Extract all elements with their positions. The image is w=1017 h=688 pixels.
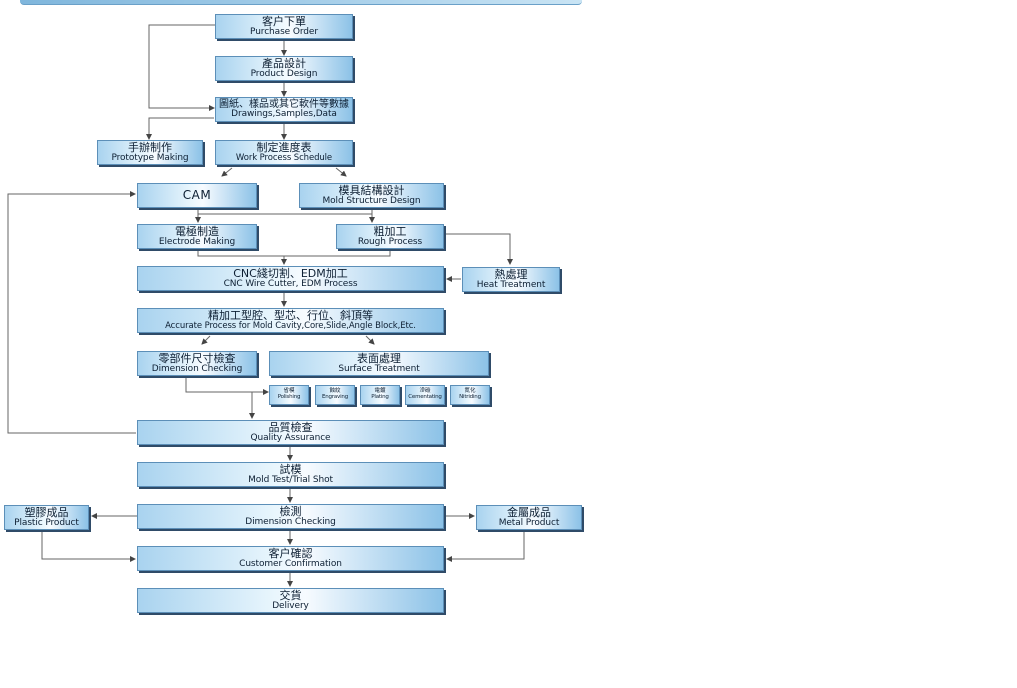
step-label-en: CNC Wire Cutter, EDM Process — [223, 278, 358, 289]
step-label-en: Accurate Process for Mold Cavity,Core,Sl… — [165, 320, 416, 331]
step-plastic-product: 塑膠成品 Plastic Product — [4, 505, 89, 530]
step-electrode: 電極制造 Electrode Making — [137, 224, 257, 249]
arrow-quality-loop-to-cam — [7, 191, 136, 434]
step-label-zh: CAM — [182, 188, 212, 203]
step-label-zh: 氮化 — [464, 388, 476, 395]
step-accurate-process: 精加工型腔、型芯、行位、斜頂等 Accurate Process for Mol… — [137, 308, 444, 333]
step-label-en: Engraving — [321, 394, 349, 400]
step-label-zh: 圖紙、樣品或其它軟件等數據 — [219, 98, 349, 110]
step-engraving: 蝕紋 Engraving — [315, 385, 355, 405]
step-label-en: Delivery — [272, 600, 309, 611]
arrow-metal-to-confirmation — [446, 531, 525, 562]
step-label-zh: 表面處理 — [357, 352, 401, 365]
step-label-en: Purchase Order — [250, 26, 318, 37]
step-label-en: Cementating — [408, 394, 442, 400]
step-quality-assurance: 品質檢查 Quality Assurance — [137, 420, 444, 445]
arrow-schedule-to-mold — [335, 167, 347, 177]
step-label-en: Plating — [371, 394, 389, 400]
step-label-zh: 粗加工 — [373, 225, 407, 238]
step-product-design: 產品設計 Product Design — [215, 56, 353, 81]
step-surface-treatment: 表面處理 Surface Treatment — [269, 351, 489, 376]
step-label-en: Polishing — [277, 394, 301, 400]
step-label-zh: 電極制造 — [175, 225, 219, 238]
step-dimension-checking-parts: 零部件尺寸檢查 Dimension Checking — [137, 351, 257, 376]
step-label-zh: 省模 — [283, 388, 295, 395]
step-label-en: Mold Structure Design — [322, 195, 421, 206]
step-label-zh: 交貨 — [279, 589, 302, 602]
step-dimension-checking-final: 檢測 Dimension Checking — [137, 504, 444, 529]
step-label-en: Customer Confirmation — [239, 558, 342, 569]
step-heat-treatment: 熱處理 Heat Treatment — [462, 267, 560, 292]
step-metal-product: 金屬成品 Metal Product — [476, 505, 582, 530]
step-nitriding: 氮化 Nitriding — [450, 385, 490, 405]
step-label-en: Dimension Checking — [245, 516, 336, 527]
arrow-rough-to-cnc — [284, 250, 391, 257]
step-label-zh: 試模 — [279, 463, 302, 476]
step-label-zh: 蝕紋 — [329, 388, 341, 395]
step-label-zh: 精加工型腔、型芯、行位、斜頂等 — [208, 309, 373, 323]
step-plating: 電鍍 Plating — [360, 385, 400, 405]
step-label-zh: 金屬成品 — [507, 506, 551, 519]
arrow-schedule-to-cam — [221, 167, 233, 177]
step-label-zh: 品質檢查 — [268, 421, 313, 434]
step-trial-shot: 試模 Mold Test/Trial Shot — [137, 462, 444, 487]
step-label-zh: 客户確認 — [268, 547, 313, 560]
arrow-dimension-to-treatments — [185, 377, 269, 395]
step-label-en: Dimension Checking — [151, 363, 243, 374]
step-label-en: Quality Assurance — [250, 432, 331, 443]
arrow-accurate-to-surface — [365, 335, 375, 345]
header-bar — [20, 0, 582, 5]
step-label-en: Metal Product — [498, 517, 560, 528]
step-label-en: Electrode Making — [158, 236, 236, 247]
arrow-plastic-to-confirmation — [41, 531, 136, 562]
arrow-drawings-to-prototype — [146, 117, 214, 140]
step-label-en: Rough Process — [357, 236, 423, 247]
step-label-en: Nitriding — [459, 394, 481, 400]
step-label-zh: 零部件尺寸檢查 — [158, 352, 236, 365]
step-label-zh: CNC綫切割、EDM加工 — [233, 267, 348, 280]
step-label-zh: 塑膠成品 — [24, 506, 69, 519]
step-label-en: Mold Test/Trial Shot — [248, 474, 333, 485]
step-drawings: 圖紙、樣品或其它軟件等數據 Drawings,Samples,Data — [215, 97, 353, 122]
step-label-en: Surface Treatment — [338, 363, 420, 374]
step-label-en: Product Design — [250, 68, 318, 79]
step-label-zh: 熱處理 — [494, 268, 528, 281]
step-label-zh: 客户下單 — [262, 15, 306, 28]
step-label-en: Plastic Product — [14, 517, 79, 528]
step-purchase-order: 客户下單 Purchase Order — [215, 14, 353, 39]
step-label-en: Prototype Making — [111, 152, 189, 163]
step-label-en: Heat Treatment — [476, 279, 546, 290]
step-label-en: Work Process Schedule — [235, 152, 333, 163]
step-label-en: Drawings,Samples,Data — [231, 109, 337, 120]
arrow-rough-to-heat — [445, 233, 513, 265]
arrow-electrode-to-cnc — [197, 250, 287, 265]
step-cnc: CNC綫切割、EDM加工 CNC Wire Cutter, EDM Proces… — [137, 266, 444, 291]
arrow-po-to-drawings — [148, 24, 215, 111]
step-label-zh: 手辦制作 — [128, 141, 172, 154]
step-label-zh: 電鍍 — [374, 388, 386, 395]
step-label-zh: 滲碳 — [419, 388, 431, 395]
step-label-zh: 模具結構設計 — [338, 184, 405, 197]
step-rough: 粗加工 Rough Process — [336, 224, 444, 249]
step-cam: CAM — [137, 183, 257, 208]
step-delivery: 交貨 Delivery — [137, 588, 444, 613]
step-label-zh: 產品設計 — [262, 57, 306, 70]
step-mold-design: 模具結構設計 Mold Structure Design — [299, 183, 444, 208]
step-schedule: 制定進度表 Work Process Schedule — [215, 140, 353, 165]
step-customer-confirmation: 客户確認 Customer Confirmation — [137, 546, 444, 571]
step-label-zh: 檢測 — [279, 505, 302, 518]
step-label-zh: 制定進度表 — [256, 141, 312, 155]
arrow-accurate-to-dimension — [201, 335, 211, 345]
step-prototype: 手辦制作 Prototype Making — [97, 140, 203, 165]
step-cementating: 滲碳 Cementating — [405, 385, 445, 405]
step-polishing: 省模 Polishing — [269, 385, 309, 405]
